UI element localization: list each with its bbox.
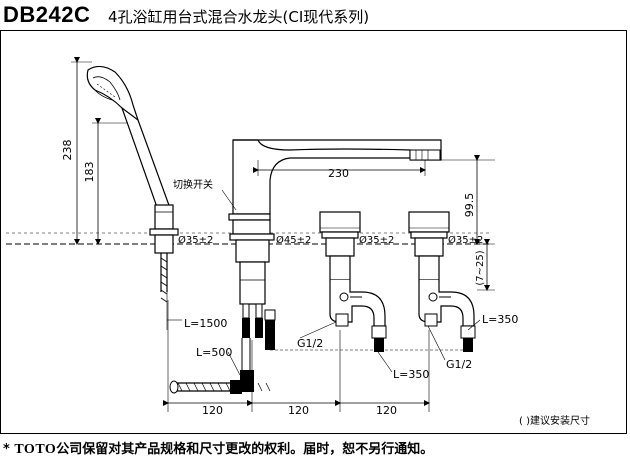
dia-hand: Ø35±2 (178, 234, 213, 246)
footer-text: 公司保留对其产品规格和尺寸更改的权利。届时，恕不另行通知。 (56, 442, 434, 457)
label-hose-length: L=1500 (184, 317, 227, 330)
footer-star: * (3, 442, 10, 457)
label-l350-right: L=350 (482, 313, 518, 326)
dim-238: 238 (61, 140, 74, 161)
label-g12-right: G1/2 (446, 358, 472, 371)
header: DB242C 4孔浴缸用台式混合水龙头(CI现代系列) (0, 0, 630, 30)
dim-99-5: 99.5 (463, 193, 476, 218)
label-l350-left: L=350 (393, 368, 429, 381)
install-note: ( )建议安装尺寸 (519, 414, 590, 427)
footer-disclaimer: * TOTO公司保留对其产品规格和尺寸更改的权利。届时，恕不另行通知。 (3, 438, 433, 458)
dim-183: 183 (83, 162, 96, 183)
diverter-hose (169, 380, 271, 394)
dia-valve-left: Ø35±2 (359, 234, 394, 246)
spout-body (228, 139, 442, 392)
label-g12-left: G1/2 (297, 337, 323, 350)
hand-shower (86, 65, 179, 303)
valve-left (319, 211, 387, 352)
model-number: DB242C (3, 2, 91, 27)
dim-120-c: 120 (376, 404, 397, 417)
dim-7-25: (7~25) (475, 250, 486, 285)
dia-valve-right: Ø35±2 (448, 234, 483, 246)
label-l500: L=500 (196, 346, 232, 359)
dim-230: 230 (328, 167, 349, 180)
footer-brand: TOTO (14, 442, 57, 457)
dim-120-b: 120 (288, 404, 309, 417)
label-switch: 切换开关 (173, 178, 213, 191)
dim-120-a: 120 (202, 404, 223, 417)
dia-spout: Ø45±2 (276, 234, 311, 246)
product-title: 4孔浴缸用台式混合水龙头(CI现代系列) (108, 8, 370, 26)
valve-right (408, 211, 476, 352)
drawing-frame (0, 30, 627, 434)
